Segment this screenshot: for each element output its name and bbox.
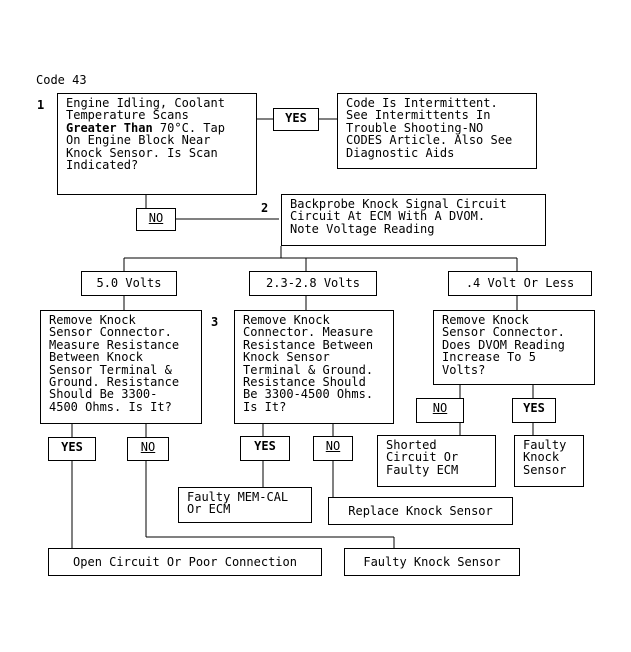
intermittent-box: Code Is Intermittent. See Intermittents … [337, 93, 537, 169]
step-number-2: 2 [261, 201, 269, 215]
step2-text: Backprobe Knock Signal Circuit Circuit A… [290, 197, 507, 236]
step1-question-box: Engine Idling, Coolant Temperature Scans… [57, 93, 257, 195]
step1-no-label: NO [136, 208, 176, 231]
step-number-1: 1 [37, 98, 45, 112]
mid-yes-label: YES [240, 436, 290, 461]
right-no-label: NO [416, 398, 464, 423]
right-dvom-text: Remove Knock Sensor Connector. Does DVOM… [442, 313, 565, 377]
left-no-label: NO [127, 437, 169, 461]
shorted-circuit-box: Shorted Circuit Or Faulty ECM [377, 435, 496, 487]
step1-yes-label: YES [273, 108, 319, 131]
faulty-memcal-text: Faulty MEM-CAL Or ECM [187, 490, 289, 517]
step2-backprobe-box: Backprobe Knock Signal Circuit Circuit A… [281, 194, 546, 246]
step-number-3: 3 [211, 315, 219, 329]
faulty-knock-sensor-bottom-box: Faulty Knock Sensor [344, 548, 520, 576]
replace-knock-sensor-box: Replace Knock Sensor [328, 497, 513, 525]
step1-text-bold: Greater Than [66, 120, 153, 135]
right-dvom-test-box: Remove Knock Sensor Connector. Does DVOM… [433, 310, 595, 385]
step1-text-a: Engine Idling, Coolant Temperature Scans [66, 96, 225, 123]
left-resistance-test-box: Remove Knock Sensor Connector. Measure R… [40, 310, 202, 424]
voltage-5v-box: 5.0 Volts [81, 271, 177, 296]
faulty-memcal-box: Faulty MEM-CAL Or ECM [178, 487, 312, 523]
intermittent-text: Code Is Intermittent. See Intermittents … [346, 96, 513, 160]
step1-text-b: 70°C. Tap On Engine Block Near Knock Sen… [66, 120, 225, 173]
mid-resistance-test-box: Remove Knock Connector. Measure Resistan… [234, 310, 394, 424]
right-yes-label: YES [512, 398, 556, 423]
shorted-circuit-text: Shorted Circuit Or Faulty ECM [386, 438, 459, 477]
faulty-knock-sensor-right-box: Faulty Knock Sensor [514, 435, 584, 487]
voltage-2-3-2-8v-box: 2.3-2.8 Volts [249, 271, 377, 296]
voltage-0-4v-box: .4 Volt Or Less [448, 271, 592, 296]
left-yes-label: YES [48, 437, 96, 461]
mid-no-label: NO [313, 436, 353, 461]
open-circuit-box: Open Circuit Or Poor Connection [48, 548, 322, 576]
mid-resistance-text: Remove Knock Connector. Measure Resistan… [243, 313, 374, 414]
left-resistance-text: Remove Knock Sensor Connector. Measure R… [49, 313, 180, 414]
code-label: Code 43 [36, 73, 87, 87]
faulty-knock-sensor-right-text: Faulty Knock Sensor [523, 438, 567, 477]
